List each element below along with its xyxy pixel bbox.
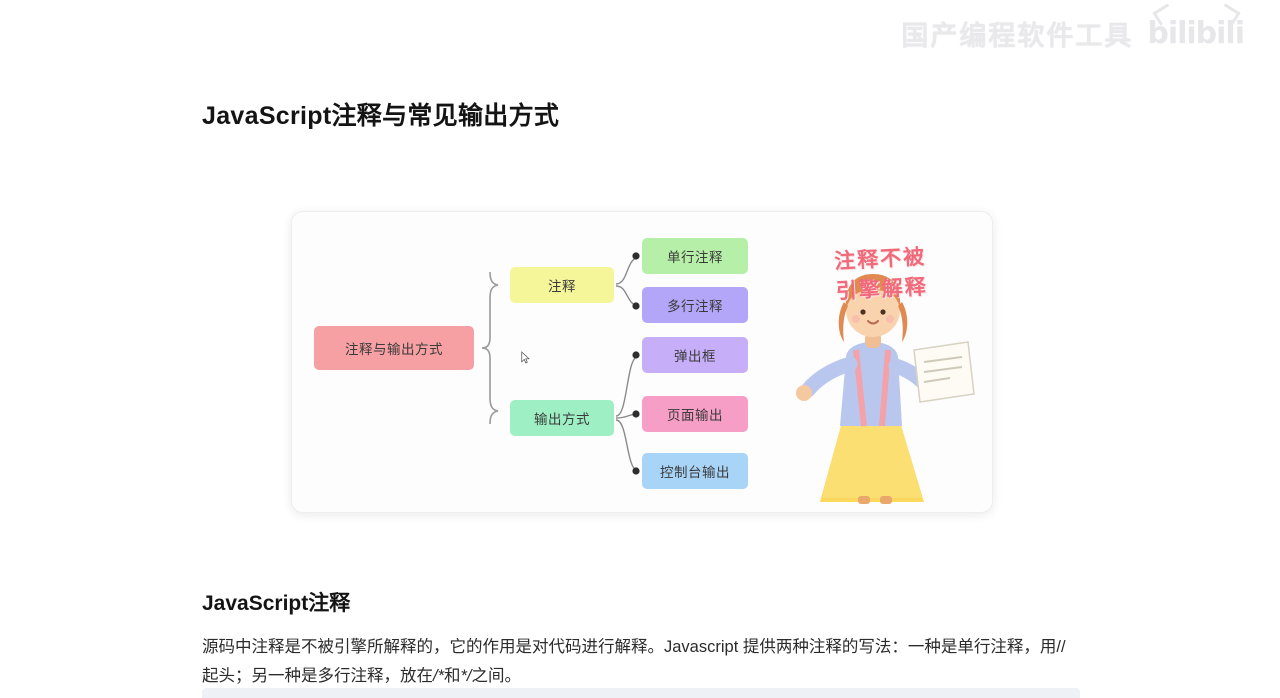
illustration-text: 注释不被 引擎解释 xyxy=(785,239,978,310)
mindmap-node-alert: 弹出框 xyxy=(642,337,748,373)
mindmap-node-multi-line: 多行注释 xyxy=(642,287,748,323)
mindmap-figure: 注释与输出方式 注释 输出方式 单行注释 多行注释 弹出框 页面输出 控制台输出… xyxy=(291,211,993,513)
mindmap-node-console: 控制台输出 xyxy=(642,453,748,489)
mindmap-node-root: 注释与输出方式 xyxy=(314,326,474,370)
body-paragraph: 源码中注释是不被引擎所解释的，它的作用是对代码进行解释。Javascript 提… xyxy=(202,617,1074,691)
illustration-text-line1: 注释不被 xyxy=(833,244,927,274)
mindmap-node-output: 输出方式 xyxy=(510,400,614,436)
article-content: JavaScript注释与常见输出方式 注释与输出方式 注释 输出方式 单行注释… xyxy=(202,0,1280,691)
section-title: JavaScript注释 xyxy=(202,592,351,615)
paragraph-text-3: 之间。 xyxy=(471,667,522,685)
mouse-cursor-icon xyxy=(521,351,530,364)
paragraph-em-1: /* xyxy=(433,667,445,685)
paragraph-em-2: */ xyxy=(460,667,472,685)
illustration: 注释不被 引擎解释 xyxy=(772,230,982,505)
code-block-top-edge xyxy=(202,688,1080,698)
watermark: 国产编程软件工具 bilibili xyxy=(901,14,1245,53)
bilibili-logo-icon: bilibili xyxy=(1147,16,1245,51)
paragraph-text-2: 和 xyxy=(444,667,461,685)
page-title: JavaScript注释与常见输出方式 xyxy=(202,102,560,130)
paragraph-text-1: 源码中注释是不被引擎所解释的，它的作用是对代码进行解释。Javascript 提… xyxy=(202,638,1066,685)
girl-illustration-icon xyxy=(796,274,975,504)
mindmap-node-single-line: 单行注释 xyxy=(642,238,748,274)
mindmap-node-comment: 注释 xyxy=(510,267,614,303)
mindmap-node-page-output: 页面输出 xyxy=(642,396,748,432)
illustration-text-line2: 引擎解释 xyxy=(835,275,929,304)
watermark-text: 国产编程软件工具 xyxy=(901,21,1134,52)
